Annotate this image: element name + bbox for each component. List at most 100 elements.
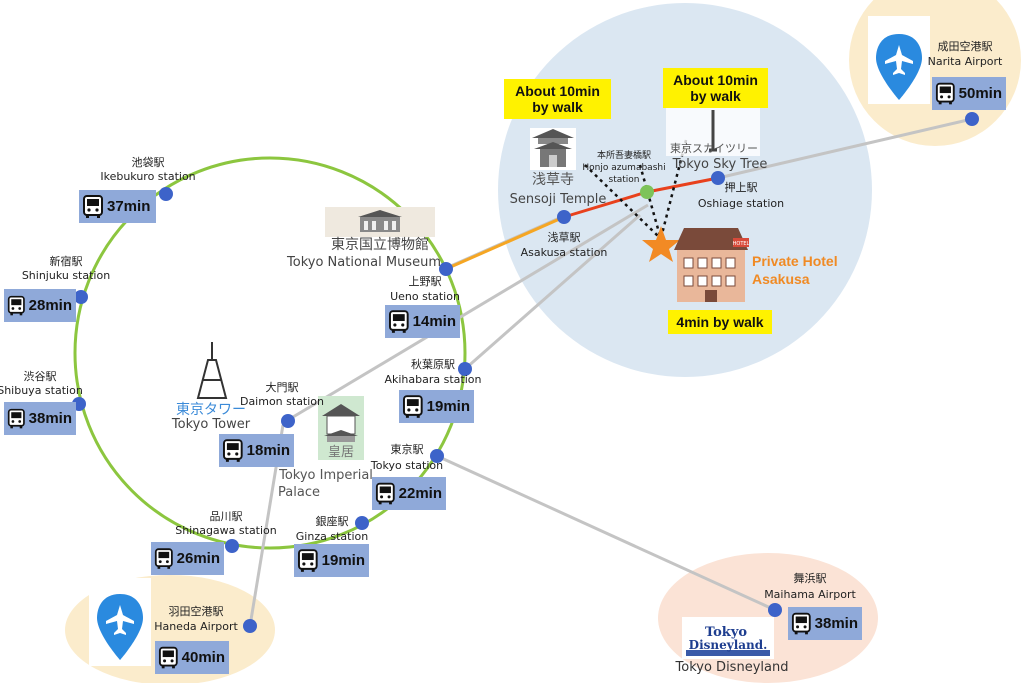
time-tokyo: 22min <box>398 485 442 502</box>
asakusa-jp-label: 浅草駅 <box>548 231 581 244</box>
bus-icon <box>158 646 178 669</box>
museum-icon <box>325 207 435 237</box>
time-box-shibuya[interactable]: 38min <box>4 402 76 435</box>
hotel-building-icon: HOTEL <box>674 228 750 302</box>
time-ikebukuro: 37min <box>107 198 151 215</box>
hotel-sign: HOTEL <box>733 241 750 247</box>
hotel-name-line2: Asakusa <box>752 271 810 287</box>
tower-jp-label: 東京タワー <box>176 402 246 418</box>
maihama-en-label: Maihama Airport <box>764 588 856 601</box>
palace-en1-label: Tokyo Imperial <box>278 468 373 483</box>
time-box-daimon[interactable]: 18min <box>219 434 294 467</box>
disneyland-logo: Tokyo Disneyland. <box>682 617 774 659</box>
tokyo-tower-icon <box>172 338 250 404</box>
station-dot-shinagawa[interactable] <box>225 539 239 553</box>
ueno-jp-label: 上野駅 <box>409 275 442 288</box>
station-dot-oshiage[interactable] <box>711 171 725 185</box>
time-daimon: 18min <box>246 442 290 459</box>
haneda-en-label: Haneda Airport <box>154 620 238 633</box>
sensoji-jp-label: 浅草寺 <box>532 172 574 188</box>
skytree-walk-label: About 10min by walk <box>663 68 768 108</box>
hotel-star-icon <box>642 226 680 262</box>
bus-icon <box>375 482 395 505</box>
time-box-narita[interactable]: 50min <box>932 77 1006 110</box>
time-shibuya: 38min <box>28 410 72 427</box>
time-box-maihama[interactable]: 38min <box>788 607 862 640</box>
time-box-shinagawa[interactable]: 26min <box>151 542 224 575</box>
museum-en-label: Tokyo National Museum <box>286 255 441 270</box>
station-dot-asakusa[interactable] <box>557 210 571 224</box>
bus-icon <box>7 408 25 429</box>
time-box-ikebukuro[interactable]: 37min <box>79 190 156 223</box>
skytree-walk-line1: About 10min <box>673 72 758 88</box>
narita-jp-label: 成田空港駅 <box>938 39 993 53</box>
skytree-icon <box>666 108 760 156</box>
sensoji-walk-line1: About 10min <box>515 83 600 99</box>
disneyland-logo-line1: Tokyo <box>705 625 747 640</box>
time-maihama: 38min <box>814 615 858 632</box>
sensoji-temple-icon <box>530 128 576 170</box>
oshiage-jp-label: 押上駅 <box>725 180 758 194</box>
daimon-en-label: Daimon station <box>240 395 324 408</box>
tokyo-jp-label: 東京駅 <box>391 442 424 456</box>
station-dot-ueno[interactable] <box>439 262 453 276</box>
shinagawa-jp-label: 品川駅 <box>210 510 243 523</box>
palace-en2-label: Palace <box>278 485 320 500</box>
imperial-palace-icon <box>318 396 364 460</box>
station-dots <box>72 112 979 633</box>
station-dot-ikebukuro[interactable] <box>159 187 173 201</box>
shibuya-jp-label: 渋谷駅 <box>24 370 57 383</box>
ginza-line <box>445 215 565 271</box>
time-shinagawa: 26min <box>176 550 220 567</box>
sensoji-en-label: Sensoji Temple <box>510 192 607 207</box>
time-shinjuku: 28min <box>28 297 72 314</box>
narita-airport-icon <box>868 16 930 104</box>
sensoji-walk-line2: by walk <box>532 99 583 115</box>
station-dot-maihama[interactable] <box>768 603 782 617</box>
time-box-haneda[interactable]: 40min <box>155 641 229 674</box>
honjo-jp-label: 本所吾妻橋駅 <box>597 149 651 161</box>
akihabara-jp-label: 秋葉原駅 <box>411 357 455 371</box>
disneyland-en-label: Tokyo Disneyland <box>675 660 789 675</box>
asakusa-en-label: Asakusa station <box>521 246 608 259</box>
time-ueno: 14min <box>412 313 456 330</box>
bus-icon <box>935 82 955 105</box>
tokyo-en-label: Tokyo station <box>370 459 443 472</box>
station-dot-tokyo[interactable] <box>430 449 444 463</box>
disneyland-logo-line2: Disneyland. <box>689 638 768 652</box>
station-dot-akihabara[interactable] <box>458 362 472 376</box>
maihama-jp-label: 舞浜駅 <box>794 572 827 585</box>
station-dot-honjo[interactable] <box>640 185 654 199</box>
palace-jp-label: 皇居 <box>328 445 354 460</box>
shinagawa-en-label: Shinagawa station <box>175 524 277 537</box>
sensoji-walk-label: About 10min by walk <box>504 79 611 119</box>
station-dot-shinjuku[interactable] <box>74 290 88 304</box>
bus-icon <box>7 295 25 316</box>
ginza-en-label: Ginza station <box>296 530 368 543</box>
honjo-en1-label: Honjo azumabashi <box>582 163 665 173</box>
ueno-en-label: Ueno station <box>390 290 460 303</box>
skytree-en-label: Tokyo Sky Tree <box>672 157 768 172</box>
time-box-akihabara[interactable]: 19min <box>399 390 474 423</box>
time-box-tokyo[interactable]: 22min <box>372 477 446 510</box>
skytree-walk-line2: by walk <box>690 88 741 104</box>
station-dot-daimon[interactable] <box>281 414 295 428</box>
station-dot-ginza[interactable] <box>355 516 369 530</box>
hotel-name-line1: Private Hotel <box>752 253 838 269</box>
ginza-jp-label: 銀座駅 <box>316 514 349 528</box>
station-dot-haneda[interactable] <box>243 619 257 633</box>
museum-jp-label: 東京国立博物館 <box>331 236 429 253</box>
shibuya-en-label: Shibuya station <box>0 384 83 397</box>
time-ginza: 19min <box>321 552 365 569</box>
skytree-jp-label: 東京スカイツリー <box>670 141 758 155</box>
bus-icon <box>388 309 409 334</box>
station-dot-narita[interactable] <box>965 112 979 126</box>
time-box-shinjuku[interactable]: 28min <box>4 289 76 322</box>
time-box-ueno[interactable]: 14min <box>385 305 460 338</box>
honjo-en2-label: station <box>609 175 640 185</box>
time-box-ginza[interactable]: 19min <box>294 544 369 577</box>
bus-icon <box>154 547 173 570</box>
time-akihabara: 19min <box>426 398 470 415</box>
yamanote-line <box>73 156 467 550</box>
